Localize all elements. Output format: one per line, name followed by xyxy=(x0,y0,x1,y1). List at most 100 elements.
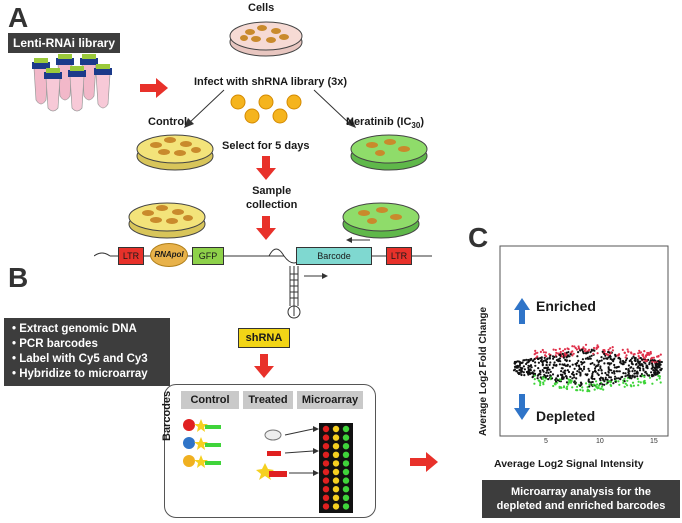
scatter-point xyxy=(562,356,565,359)
array-spot xyxy=(322,451,330,458)
scatter-point xyxy=(653,359,656,362)
scatter-point xyxy=(601,350,604,353)
scatter-point xyxy=(649,359,652,362)
scatter-point xyxy=(558,363,561,366)
scatter-point xyxy=(607,348,610,351)
scatter-point xyxy=(552,357,555,360)
caption-box: Microarray analysis for the depleted and… xyxy=(482,480,680,518)
scatter-point xyxy=(584,348,587,351)
scatter-point xyxy=(657,355,660,358)
scatter-point xyxy=(554,378,557,381)
scatter-point xyxy=(598,359,601,363)
scatter-point xyxy=(536,374,539,377)
scatter-point xyxy=(658,375,661,378)
scatter-point xyxy=(639,381,642,384)
scatter-point xyxy=(539,359,543,363)
scatter-point xyxy=(541,364,544,367)
scatter-point xyxy=(602,378,605,381)
scatter-point xyxy=(597,369,600,372)
sample-label-line1: Sample xyxy=(252,185,292,197)
scatter-point xyxy=(596,352,599,355)
scatter-point xyxy=(605,373,608,376)
scatter-point xyxy=(604,376,607,379)
scatter-point xyxy=(549,370,552,373)
tick-5: 5 xyxy=(544,438,548,445)
scatter-point xyxy=(520,369,523,372)
scatter-point xyxy=(531,359,535,363)
scatter-point xyxy=(584,352,587,355)
scatter-point xyxy=(633,359,636,362)
scatter-point xyxy=(652,369,655,372)
scatter-point xyxy=(605,357,608,360)
scatter-point xyxy=(644,362,647,365)
scatter-point xyxy=(552,348,555,351)
col-treated: Treated xyxy=(243,391,293,409)
scatter-point xyxy=(602,388,605,391)
scatter-point xyxy=(586,388,589,391)
scatter-point xyxy=(654,373,657,376)
scatter-point xyxy=(622,381,625,384)
scatter-point xyxy=(606,362,609,365)
scatter-point xyxy=(591,362,594,365)
scatter-point xyxy=(515,370,518,373)
sample-collection-label: Sample collection xyxy=(246,184,297,212)
scatter-point xyxy=(567,381,570,384)
scatter-point xyxy=(630,357,634,360)
scatter-point xyxy=(639,367,642,370)
scatter-point xyxy=(563,372,567,375)
scatter-point xyxy=(621,348,624,351)
scatter-point xyxy=(643,357,646,360)
scatter-point xyxy=(624,382,627,385)
step-2: • PCR barcodes xyxy=(12,338,98,350)
scatter-point xyxy=(566,369,569,372)
scatter-point xyxy=(633,375,636,378)
scatter-point xyxy=(548,363,551,366)
scatter-point xyxy=(658,377,661,380)
scatter-point xyxy=(527,360,531,363)
array-spot xyxy=(342,503,350,510)
scatter-point xyxy=(570,380,573,383)
scatter-point xyxy=(646,351,649,355)
scatter-point xyxy=(617,365,620,368)
tick-10: 10 xyxy=(596,438,604,445)
array-spot xyxy=(342,443,350,450)
scatter-point xyxy=(596,372,599,375)
scatter-point xyxy=(611,346,614,349)
scatter-point xyxy=(640,358,644,361)
scatter-point xyxy=(592,352,595,355)
panel-letter-a: A xyxy=(8,2,29,33)
scatter-point xyxy=(633,369,636,372)
scatter-point xyxy=(627,368,630,371)
scatter-point xyxy=(530,357,533,361)
scatter-point xyxy=(568,359,571,362)
scatter-point xyxy=(552,364,556,367)
scatter-point xyxy=(633,353,636,356)
scatter-point xyxy=(555,351,558,354)
library-label: Lenti-RNAi library xyxy=(8,33,121,53)
down-arrow-icon xyxy=(514,394,530,420)
scatter-point xyxy=(634,363,638,366)
scatter-point xyxy=(623,377,626,380)
step-1: • Extract genomic DNA xyxy=(12,323,137,335)
scatter-point xyxy=(542,360,545,363)
array-spot xyxy=(342,460,350,467)
scatter-point xyxy=(624,359,628,362)
scatter-point xyxy=(578,371,581,374)
scatter-point xyxy=(517,371,520,374)
scatter-point xyxy=(610,384,613,387)
scatter-point xyxy=(565,356,568,359)
scatter-point xyxy=(579,373,582,376)
scatter-point xyxy=(627,364,630,367)
scatter-point xyxy=(637,384,640,387)
scatter-point xyxy=(630,360,633,364)
scatter-point xyxy=(559,386,563,389)
scatter-point xyxy=(593,377,596,381)
scatter-point xyxy=(618,383,621,386)
scatter-point xyxy=(600,372,604,375)
steps-box: • Extract genomic DNA • PCR barcodes • L… xyxy=(4,318,170,386)
scatter-point xyxy=(581,348,584,351)
red-arrow-right xyxy=(140,78,168,98)
array-spot xyxy=(332,477,340,484)
tube-rack-illustration xyxy=(32,54,112,112)
scatter-point xyxy=(533,378,536,381)
